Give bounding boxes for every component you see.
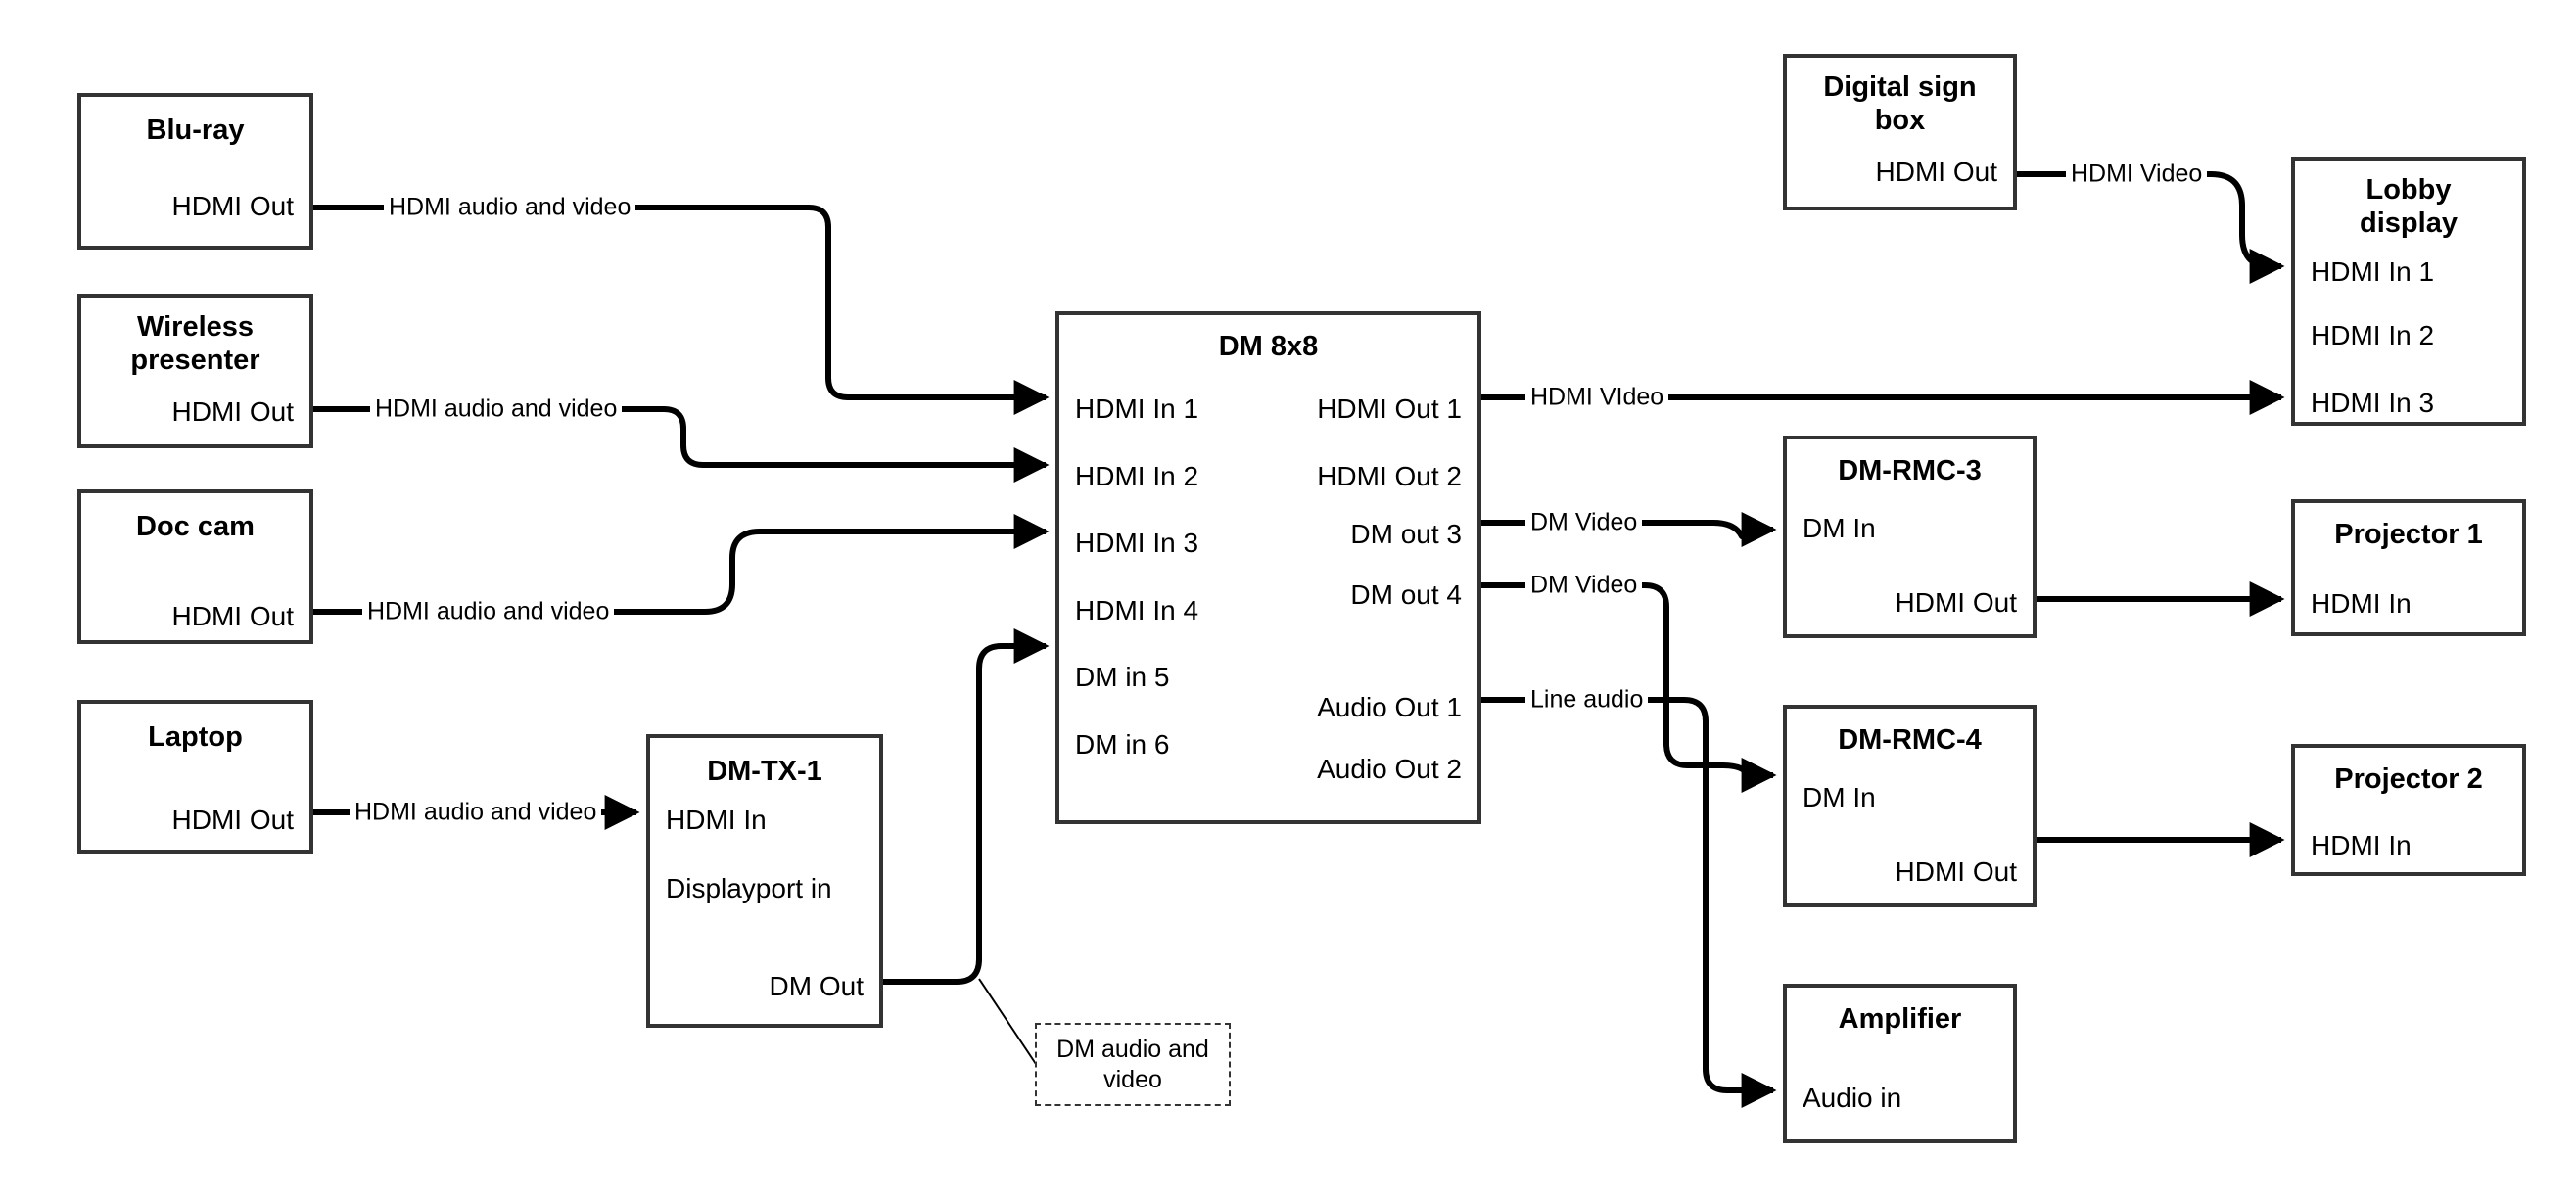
- node-dm-rmc-4-title: DM-RMC-4: [1838, 724, 1982, 756]
- wire-label-doccam: HDMI audio and video: [362, 599, 615, 624]
- wire-label-sign-to-lobby: HDMI Video: [2066, 162, 2208, 187]
- node-bluray-port-hdmi-out: HDMI Out: [171, 191, 294, 221]
- wire-bluray-to-dm8x8: [313, 205, 1050, 415]
- node-doc-cam-port-hdmi-out: HDMI Out: [171, 601, 294, 631]
- node-lobby-display[interactable]: Lobby display HDMI In 1 HDMI In 2 HDMI I…: [2291, 157, 2526, 426]
- node-dm-8x8-output-dm-out-4: DM out 4: [1350, 579, 1462, 610]
- node-digital-sign-port-hdmi-out: HDMI Out: [1875, 157, 1997, 187]
- node-digital-sign-title-line1: Digital sign: [1823, 71, 1977, 103]
- node-dm-tx-1[interactable]: DM-TX-1 HDMI In Displayport in DM Out: [646, 734, 883, 1028]
- node-dm-tx-1-port-displayport-in: Displayport in: [666, 873, 832, 903]
- node-dm-rmc-3-port-hdmi-out: HDMI Out: [1895, 587, 2017, 618]
- node-dm-8x8-input-dm-in-5: DM in 5: [1075, 662, 1170, 692]
- node-lobby-display-input-hdmi-in-2: HDMI In 2: [2311, 320, 2435, 350]
- wire-sign-to-lobby: [2017, 171, 2285, 284]
- wire-label-dm-out1: HDMI VIdeo: [1525, 385, 1669, 410]
- node-projector-1[interactable]: Projector 1 HDMI In: [2291, 499, 2526, 636]
- wire-label-audio-out1: Line audio: [1525, 687, 1649, 713]
- node-amplifier-title: Amplifier: [1838, 1003, 1962, 1035]
- node-wireless-port-hdmi-out: HDMI Out: [171, 396, 294, 427]
- node-dm-8x8-output-audio-out-2: Audio Out 2: [1317, 754, 1462, 784]
- node-dm-8x8-input-hdmi-in-2: HDMI In 2: [1075, 461, 1199, 491]
- node-amplifier-port-audio-in: Audio in: [1803, 1083, 1902, 1113]
- node-laptop-port-hdmi-out: HDMI Out: [171, 805, 294, 835]
- node-laptop[interactable]: Laptop HDMI Out: [77, 700, 313, 854]
- node-dm-rmc-4-port-dm-in: DM In: [1803, 782, 1876, 812]
- wire-dm8x8-audio1-to-amp: [1481, 697, 1777, 1108]
- node-lobby-display-title-line2: display: [2360, 207, 2458, 239]
- node-dm-8x8-input-hdmi-in-3: HDMI In 3: [1075, 528, 1199, 558]
- node-bluray[interactable]: Blu-ray HDMI Out: [77, 93, 313, 250]
- node-dm-tx-1-port-dm-out: DM Out: [769, 971, 864, 1001]
- callout-line2: video: [1103, 1065, 1162, 1093]
- node-lobby-display-input-hdmi-in-3: HDMI In 3: [2311, 388, 2435, 418]
- node-wireless-presenter[interactable]: Wireless presenter HDMI Out: [77, 294, 313, 448]
- node-dm-rmc-4[interactable]: DM-RMC-4 DM In HDMI Out: [1783, 705, 2037, 907]
- wire-dmtx1-to-dm8x8: [883, 628, 1050, 985]
- wire-dm8x8-out4-to-rmc4: [1481, 582, 1777, 793]
- node-lobby-display-input-hdmi-in-1: HDMI In 1: [2311, 256, 2435, 287]
- node-digital-sign-box[interactable]: Digital sign box HDMI Out: [1783, 54, 2017, 210]
- node-dm-8x8-output-audio-out-1: Audio Out 1: [1317, 692, 1462, 722]
- node-projector-2[interactable]: Projector 2 HDMI In: [2291, 744, 2526, 876]
- node-laptop-title: Laptop: [148, 721, 243, 753]
- node-dm-8x8-input-hdmi-in-4: HDMI In 4: [1075, 595, 1199, 625]
- node-wireless-title-line1: Wireless: [136, 311, 255, 343]
- callout-line1: DM audio and: [1056, 1036, 1209, 1063]
- node-projector-2-title: Projector 2: [2334, 763, 2483, 795]
- node-dm-rmc-3[interactable]: DM-RMC-3 DM In HDMI Out: [1783, 436, 2037, 638]
- node-doc-cam[interactable]: Doc cam HDMI Out: [77, 489, 313, 644]
- node-doc-cam-title: Doc cam: [136, 511, 255, 542]
- node-projector-1-port-hdmi-in: HDMI In: [2311, 588, 2412, 619]
- node-bluray-title: Blu-ray: [146, 115, 245, 146]
- node-digital-sign-title-line2: box: [1874, 104, 1926, 136]
- node-dm-rmc-3-port-dm-in: DM In: [1803, 513, 1876, 543]
- wire-label-laptop: HDMI audio and video: [350, 800, 602, 825]
- callout-leader-line: [978, 978, 1039, 1068]
- node-dm-8x8-title: DM 8x8: [1218, 331, 1319, 362]
- node-projector-1-title: Projector 1: [2334, 519, 2483, 550]
- node-dm-rmc-3-title: DM-RMC-3: [1838, 455, 1982, 486]
- node-wireless-title-line2: presenter: [130, 344, 260, 376]
- callout-dm-audio-and-video: DM audio and video: [1035, 1023, 1231, 1106]
- node-dm-rmc-4-port-hdmi-out: HDMI Out: [1895, 856, 2017, 887]
- wire-label-wireless: HDMI audio and video: [370, 396, 623, 422]
- node-dm-8x8-output-hdmi-out-1: HDMI Out 1: [1317, 393, 1462, 424]
- node-dm-tx-1-title: DM-TX-1: [707, 756, 822, 787]
- node-dm-8x8[interactable]: DM 8x8 HDMI In 1 HDMI In 2 HDMI In 3 HDM…: [1055, 311, 1481, 824]
- node-dm-tx-1-port-hdmi-in: HDMI In: [666, 805, 767, 835]
- wire-label-dm-out3: DM Video: [1525, 510, 1643, 535]
- node-amplifier[interactable]: Amplifier Audio in: [1783, 984, 2017, 1143]
- node-dm-8x8-output-dm-out-3: DM out 3: [1350, 519, 1462, 549]
- node-dm-8x8-input-dm-in-6: DM in 6: [1075, 729, 1170, 760]
- node-dm-8x8-output-hdmi-out-2: HDMI Out 2: [1317, 461, 1462, 491]
- wire-label-bluray: HDMI audio and video: [384, 195, 636, 220]
- node-lobby-display-title-line1: Lobby: [2365, 174, 2452, 206]
- node-dm-8x8-input-hdmi-in-1: HDMI In 1: [1075, 393, 1199, 424]
- wire-label-dm-out4: DM Video: [1525, 573, 1643, 598]
- node-projector-2-port-hdmi-in: HDMI In: [2311, 830, 2412, 860]
